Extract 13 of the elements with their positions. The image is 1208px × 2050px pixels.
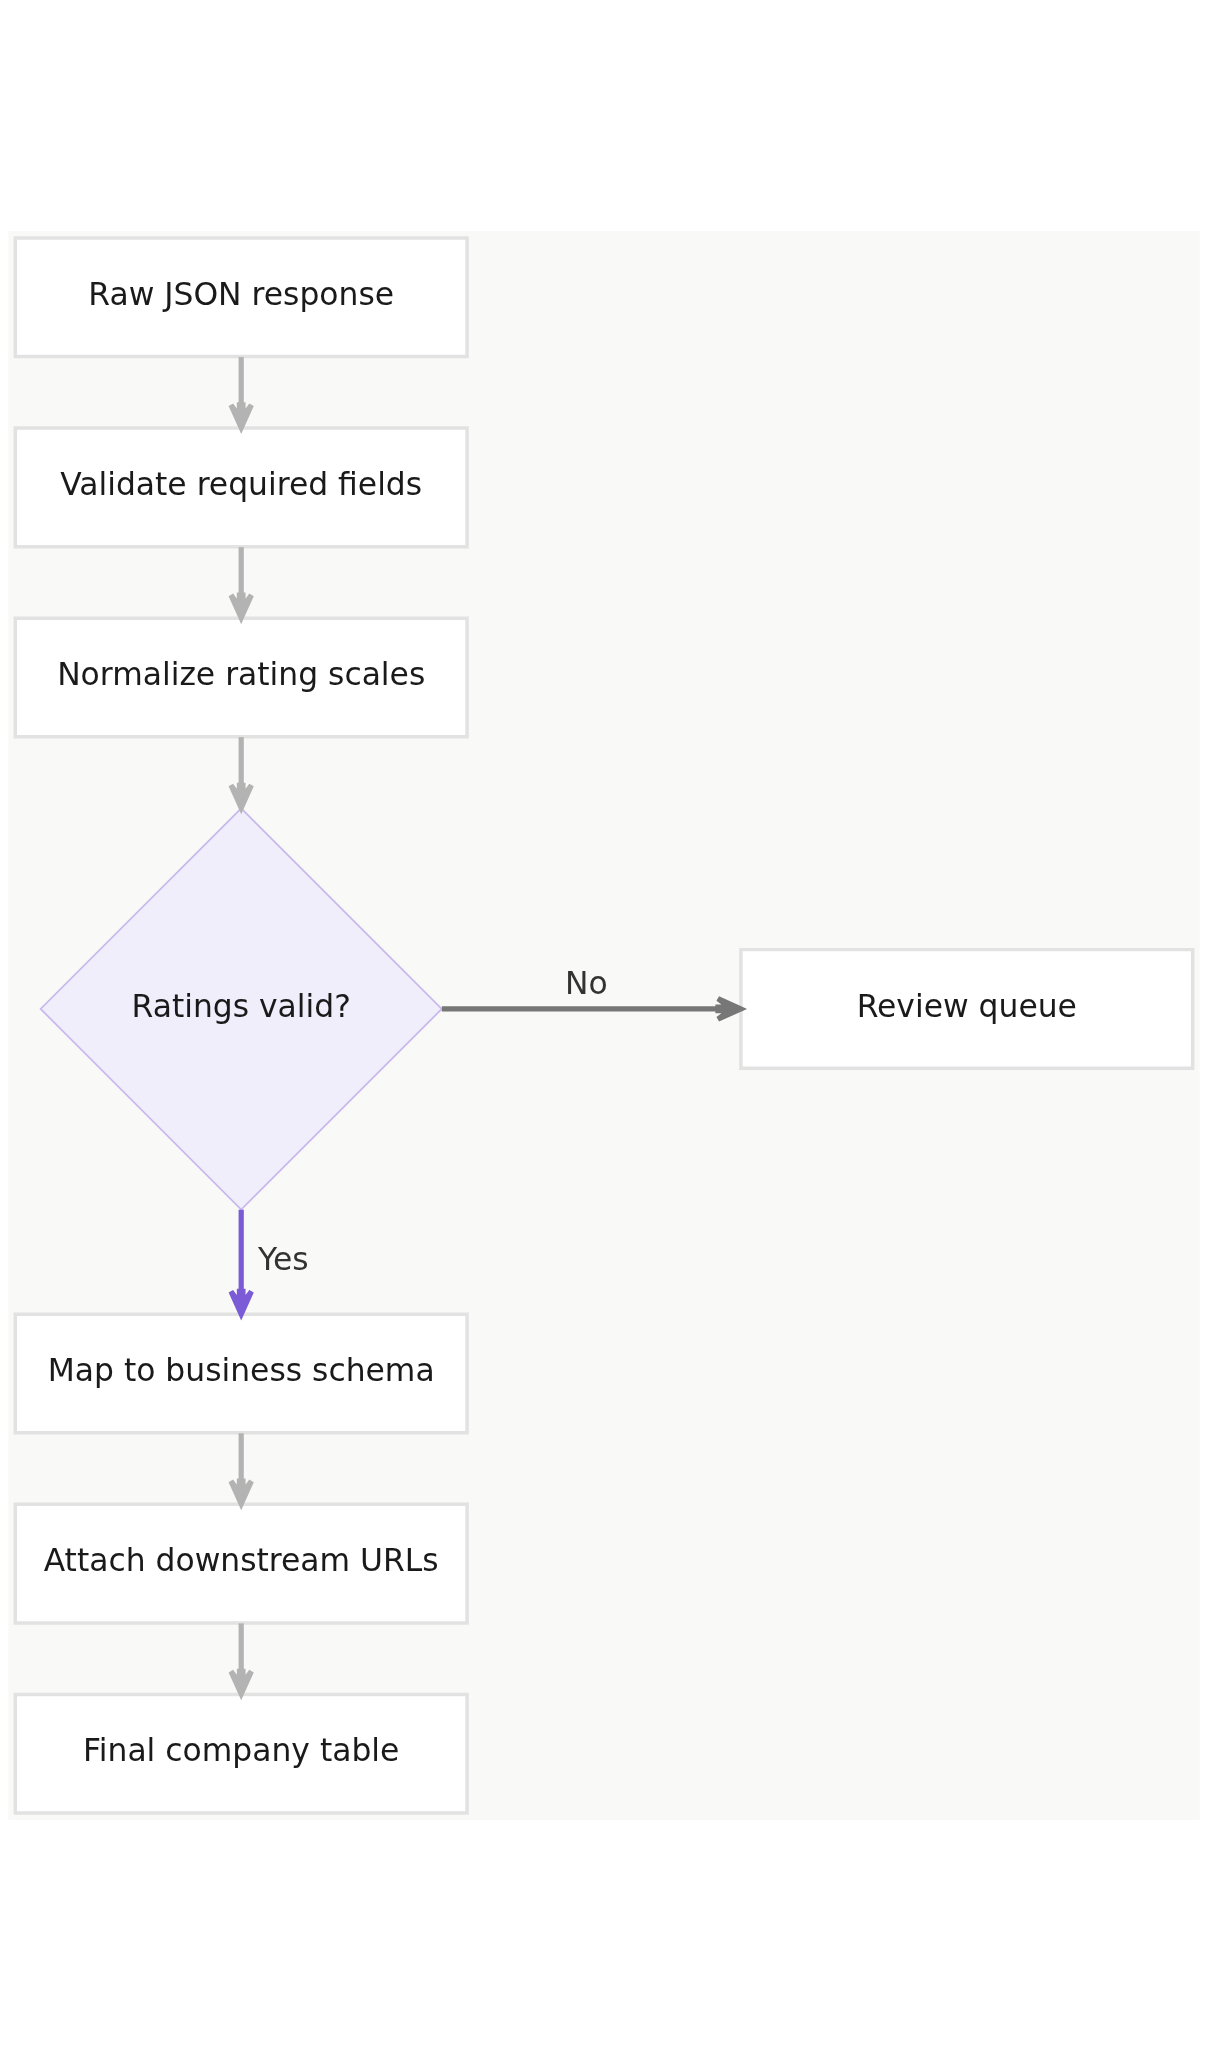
node-box: Attach downstream URLs (13, 1502, 469, 1625)
node-box: Normalize rating scales (13, 615, 469, 739)
node-box: Review queue (739, 947, 1195, 1070)
node-box: Map to business schema (13, 1311, 469, 1435)
edge-label: Yes (257, 1240, 309, 1277)
node-diamond: Ratings valid? (39, 806, 444, 1211)
arrow (441, 995, 744, 1022)
node-box: Validate required fields (13, 425, 469, 548)
node-box: Raw JSON response (13, 235, 469, 358)
edge-label: No (565, 964, 608, 1001)
node-box: Final company table (13, 1692, 469, 1815)
arrow (228, 1622, 254, 1697)
arrow (228, 736, 254, 811)
